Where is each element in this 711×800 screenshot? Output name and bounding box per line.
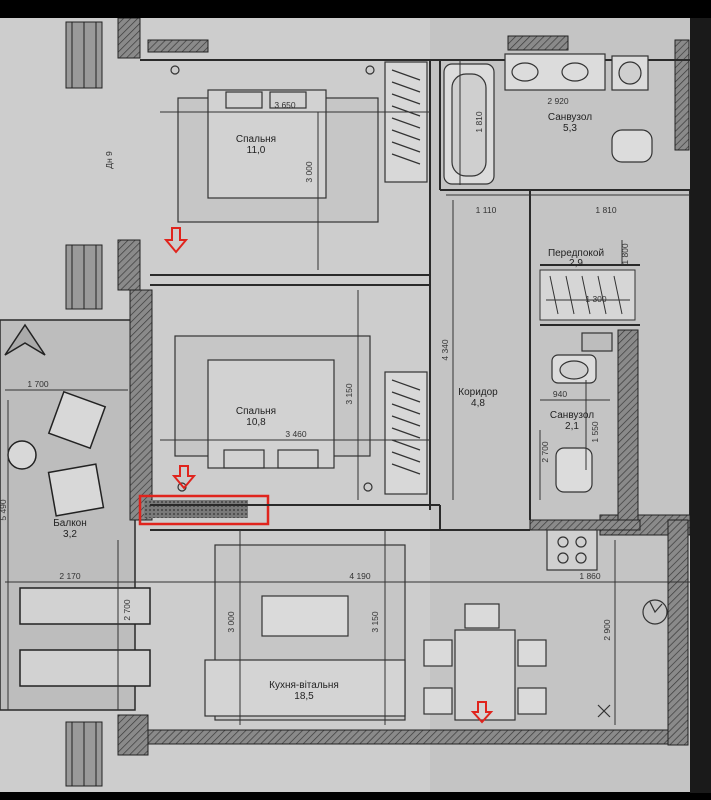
balcony-area xyxy=(0,319,136,711)
dim-label: 3 000 xyxy=(304,161,314,183)
dim-label: 2 170 xyxy=(59,571,81,581)
arrow-down-icon xyxy=(470,701,494,724)
dim-label: 4 340 xyxy=(440,339,450,361)
bathroom1-area: 5,3 xyxy=(563,123,577,134)
dim-label: 2 700 xyxy=(540,441,550,463)
dim-label: 2 700 xyxy=(122,599,132,621)
dim-label: 1 110 xyxy=(476,205,497,215)
corridor-name: Коридор xyxy=(458,387,498,398)
bathroom2-area: 2,1 xyxy=(565,421,579,432)
bathroom1-fixtures xyxy=(443,53,653,185)
dim-label: 1 550 xyxy=(590,421,600,443)
bathroom1-name: Санвузол xyxy=(548,112,592,123)
dim-label: 1 810 xyxy=(595,205,617,215)
balcony-furniture xyxy=(4,323,151,687)
outer-walls xyxy=(117,17,691,756)
dim-label: 1 300 xyxy=(585,294,607,304)
balcony-name: Балкон xyxy=(53,518,87,529)
hallway-area: 2,9 xyxy=(569,258,583,269)
bedroom1-name: Спальня xyxy=(236,134,276,145)
dim-label: 1 810 xyxy=(474,111,484,133)
dim-label: 1 800 xyxy=(620,243,630,265)
dimension-lines xyxy=(5,60,690,725)
bathroom2-name: Санвузол xyxy=(550,410,594,421)
arrow-down-icon xyxy=(171,465,197,490)
dim-label: 1 700 xyxy=(27,379,49,389)
bathroom2-fixtures xyxy=(551,332,613,493)
dim-label: 5 490 xyxy=(0,499,8,521)
hallway-name: Передпокой xyxy=(548,248,604,259)
red-arrows xyxy=(163,227,494,724)
hallway-wardrobe xyxy=(539,269,636,321)
dim-label: 2 900 xyxy=(602,619,612,641)
frame-top xyxy=(0,0,711,18)
bedroom1-furniture xyxy=(170,61,428,223)
windows-left xyxy=(65,21,103,787)
bedroom1-area: 11,0 xyxy=(247,145,266,156)
kitchen-area: 18,5 xyxy=(294,691,314,702)
dim-label: 1 860 xyxy=(579,571,601,581)
bedroom2-name: Спальня xyxy=(236,406,276,417)
kitchen-name: Кухня-вітальня xyxy=(269,680,339,691)
dim-label: 3 460 xyxy=(285,429,307,439)
arrow-down-icon xyxy=(163,227,189,254)
dim-label: 3 150 xyxy=(370,611,380,633)
bedroom2-furniture xyxy=(174,335,428,495)
corridor-area: 4,8 xyxy=(471,398,485,409)
dim-label: 3 650 xyxy=(274,100,296,110)
dim-label: 2 920 xyxy=(547,96,569,106)
highlighted-wall xyxy=(138,494,270,526)
balcony-area-value: 3,2 xyxy=(63,529,77,540)
highlighted-wall-fill xyxy=(144,500,248,518)
kitchen-furniture xyxy=(204,529,668,721)
side-note: Дн 9 xyxy=(104,151,114,169)
dim-label: 3 000 xyxy=(226,611,236,633)
bedroom2-area: 10,8 xyxy=(246,417,266,428)
frame-right xyxy=(690,18,711,793)
frame-bottom xyxy=(0,792,711,800)
dim-label: 4 190 xyxy=(349,571,371,581)
dim-label: 3 150 xyxy=(344,383,354,405)
dim-label: 940 xyxy=(553,389,567,399)
